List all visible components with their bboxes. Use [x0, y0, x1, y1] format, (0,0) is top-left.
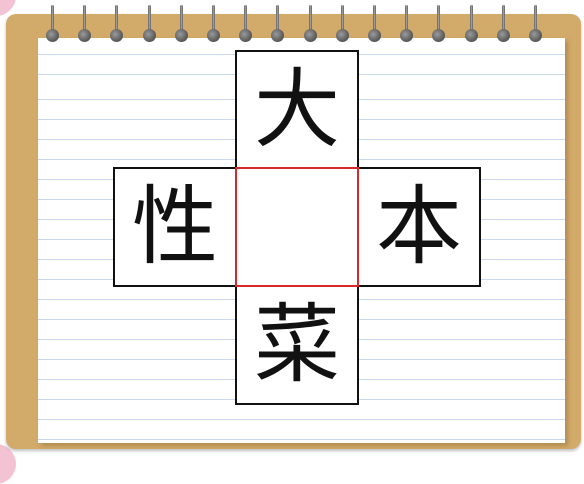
- spiral-binding: [0, 0, 584, 50]
- kanji-cell-bottom: 菜: [235, 285, 359, 405]
- spiral-ring: [78, 5, 92, 45]
- kanji-cell-left: 性: [113, 167, 237, 287]
- kanji-cell-right: 本: [357, 167, 481, 287]
- spiral-ring: [46, 5, 60, 45]
- spiral-ring: [143, 5, 157, 45]
- spiral-ring: [400, 5, 414, 45]
- spiral-ring: [175, 5, 189, 45]
- spiral-ring: [336, 5, 350, 45]
- spiral-ring: [239, 5, 253, 45]
- spiral-ring: [432, 5, 446, 45]
- answer-cell[interactable]: [235, 167, 359, 287]
- spiral-ring: [271, 5, 285, 45]
- kanji-cell-top: 大: [235, 50, 359, 169]
- spiral-ring: [497, 5, 511, 45]
- spiral-ring: [304, 5, 318, 45]
- spiral-ring: [207, 5, 221, 45]
- spiral-ring: [368, 5, 382, 45]
- spiral-ring: [110, 5, 124, 45]
- spiral-ring: [465, 5, 479, 45]
- spiral-ring: [529, 5, 543, 45]
- corner-decoration: [0, 444, 16, 484]
